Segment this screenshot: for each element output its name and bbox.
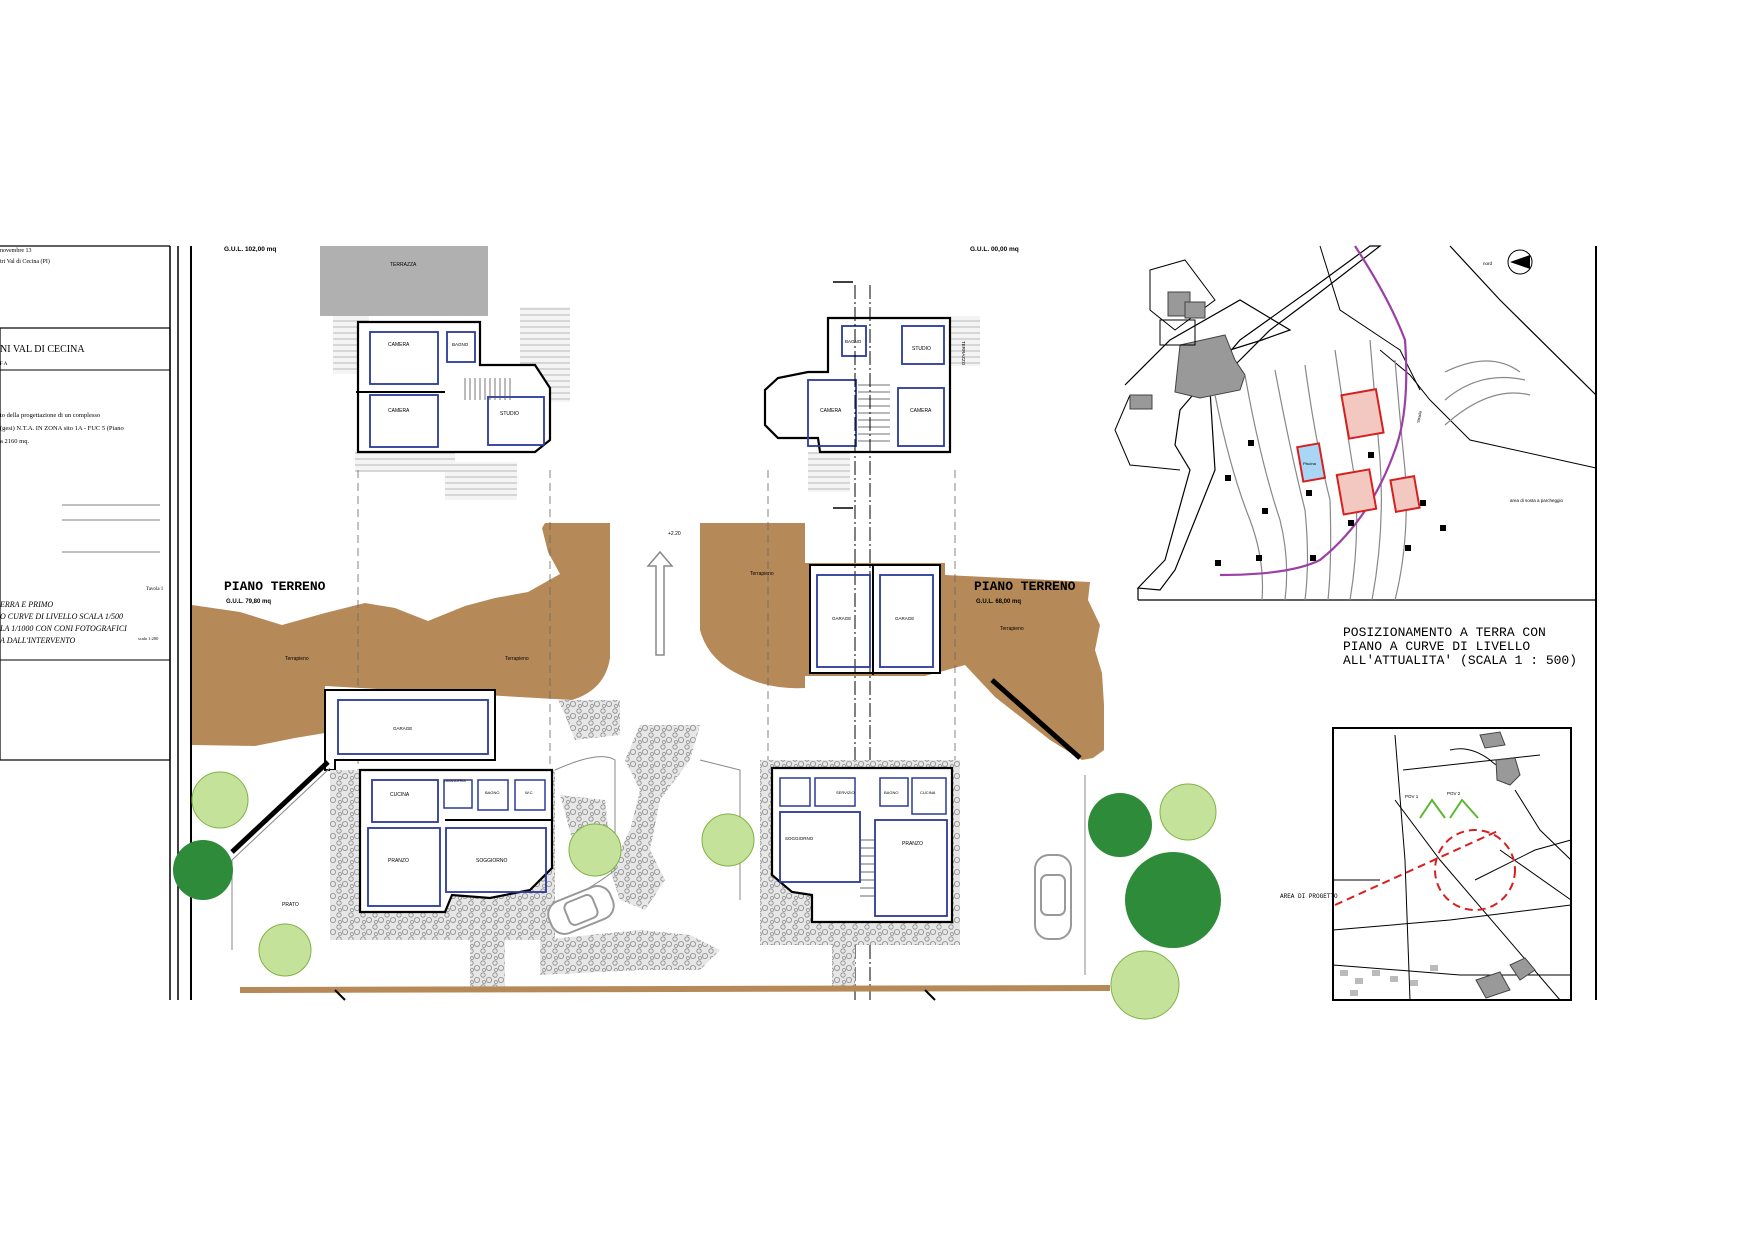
site-title-2: PIANO A CURVE DI LIVELLO [1343, 639, 1530, 654]
title-block: novembre 13 tri Val di Cecina (PI) NI VA… [0, 245, 179, 1000]
main-floor-plan: TERRAZZA G.U.L. 102,00 mq G.U.L. 00,00 m… [173, 246, 1221, 1020]
title-content3: LA 1/1000 CON CONI FOTOGRAFICI [0, 624, 127, 633]
title-desc1: to della progettazione di un complesso [0, 412, 100, 419]
title-desc3: a 2160 mq. [0, 438, 29, 445]
site-edge-label: area di sosta a parcheggio [1510, 498, 1564, 503]
prato-label: PRATO [282, 902, 299, 908]
terrace-label: TERRAZZA [390, 262, 417, 268]
title-scale: scala 1:200 [138, 636, 159, 641]
title-content4: A DALL'INTERVENTO [0, 636, 76, 645]
garages-right: GARAGE GARAGE [816, 565, 934, 675]
room-bagno-4: BAGNO [884, 790, 898, 795]
terrapieno-2: Terrapieno [505, 656, 529, 662]
room-bagno-3: BAGNO [485, 790, 499, 795]
garage-label-1: GARAGE [832, 616, 851, 621]
room-camera-4: CAMERA [910, 408, 932, 414]
title-content1: ERRA E PRIMO [0, 600, 53, 609]
site-title-3: ALL'ATTUALITA' (SCALA 1 : 500) [1343, 653, 1577, 668]
level-upper: +2.20 [668, 531, 681, 537]
garage-label-2: GARAGE [895, 616, 914, 621]
room-lavanderia: LAVANDERIA [444, 779, 466, 783]
area-label: AREA DI PROGETTO [1280, 893, 1338, 900]
title-tavola: Tavola 1 [146, 587, 164, 592]
location-plan: POV 1 POV 2 AREA DI PROGETTO [1280, 727, 1572, 1001]
terrapieno-1: Terrapieno [285, 656, 309, 662]
upper-floor-right: BAGNO STUDIO CAMERA CAMERA TERRAZZO [763, 316, 980, 492]
piano-terreno-right: PIANO TERRENO [974, 579, 1076, 594]
car-right [1034, 854, 1072, 940]
room-studio-2: STUDIO [912, 346, 931, 352]
piano-terreno-left-gul: G.U.L. 79,80 mq [226, 599, 271, 605]
road-bottom [239, 985, 1111, 993]
ground-floor-right: SERVIZIO BAGNO CUCINA SOGGIORNO PRANZO [770, 766, 954, 924]
garage-left: GARAGE [324, 689, 496, 771]
room-soggiorno-2: SOGGIORNO [785, 836, 814, 841]
room-cucina-1: CUCINA [390, 792, 410, 798]
entrance-arrow [646, 550, 674, 656]
room-bagno-1: BAGNO [452, 342, 469, 347]
north-arrow [1507, 249, 1533, 275]
room-pranzo-2: PRANZO [902, 841, 923, 847]
room-camera-1: CAMERA [388, 342, 410, 348]
site-access-label: Strada [1416, 410, 1423, 423]
boundary-wall-left [230, 760, 330, 854]
site-title-1: POSIZIONAMENTO A TERRA CON [1343, 625, 1546, 640]
upper-floor-left: CAMERA BAGNO CAMERA STUDIO [333, 307, 570, 500]
boundary-wall-right [990, 678, 1082, 760]
pov2-label: POV 2 [1447, 791, 1461, 796]
title-line2: tri Val di Cecina (PI) [0, 258, 50, 265]
room-servizio: SERVIZIO [836, 790, 855, 795]
piano-terreno-left: PIANO TERRENO [224, 579, 326, 594]
gul-right: G.U.L. 00,00 mq [970, 246, 1019, 253]
room-camera-3: CAMERA [820, 408, 842, 414]
room-bagno-2: BAGNO [845, 339, 862, 344]
garage-label-left: GARAGE [393, 726, 412, 731]
room-pranzo-1: PRANZO [388, 858, 409, 864]
gul-left: G.U.L. 102,00 mq [224, 246, 276, 253]
terrapieno-3: Terrapieno [750, 571, 774, 577]
north-label: nord [1483, 261, 1493, 266]
site-plan: Piscina Strada area di sosta a parcheggi… [1114, 245, 1597, 668]
ground-floor-left: CUCINA LAVANDERIA BAGNO W.C. PRANZO SOGG… [358, 768, 554, 914]
piano-terreno-right-gul: G.U.L. 68,00 mq [976, 599, 1021, 605]
title-sub: F A [0, 362, 8, 367]
car-left [547, 885, 615, 935]
title-content2: O CURVE DI LIVELLO SCALA 1/500 [0, 612, 123, 621]
room-studio-1: STUDIO [500, 411, 519, 417]
room-cucina-2: CUCINA [920, 790, 936, 795]
room-camera-2: CAMERA [388, 408, 410, 414]
terrace-gray [320, 246, 488, 316]
pool-label: Piscina [1303, 461, 1317, 466]
room-wc: W.C. [525, 790, 534, 795]
room-terrazzo: TERRAZZO [961, 341, 966, 366]
title-project: NI VAL DI CECINA [0, 344, 85, 355]
room-soggiorno-1: SOGGIORNO [476, 858, 508, 864]
pov1-label: POV 1 [1405, 794, 1419, 799]
terrapieno-4: Terrapieno [1000, 626, 1024, 632]
title-line1: novembre 13 [0, 248, 32, 254]
terrain-left [192, 523, 610, 746]
trees [173, 771, 1221, 1020]
title-desc2: (gesi) N.T.A. IN ZONA sito 1A - FUC 5 (P… [0, 425, 124, 432]
